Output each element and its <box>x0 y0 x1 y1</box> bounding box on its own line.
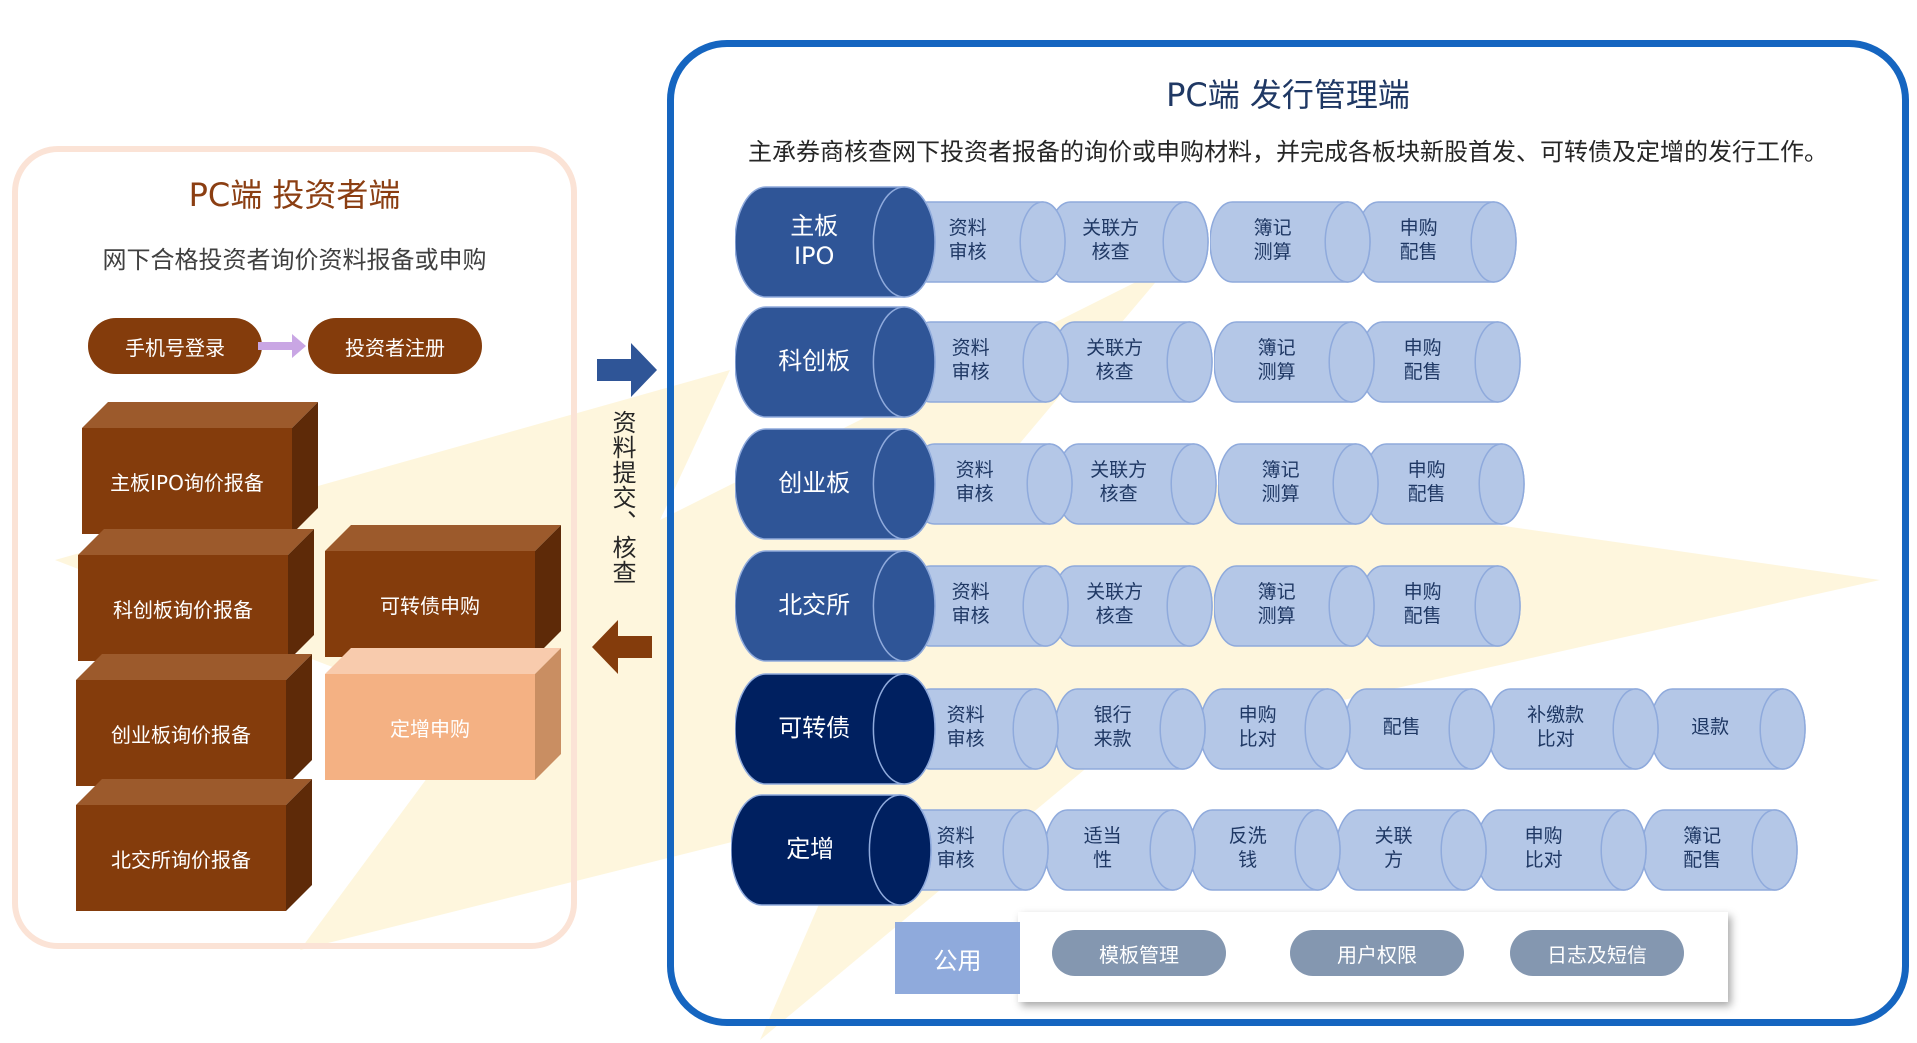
board-head-label: 可转债 <box>778 714 851 742</box>
box-bse[interactable]: 北交所询价报备 <box>76 779 312 911</box>
board-head-label: 主板 IPO <box>790 212 839 270</box>
phone-login-button[interactable]: 手机号登录 <box>88 318 262 374</box>
step-label: 配售 <box>1382 716 1421 739</box>
box-main-ipo[interactable]: 主板IPO询价报备 <box>82 402 318 534</box>
step-label: 资料 审核 <box>948 217 987 263</box>
step-label: 簿记 测算 <box>1253 217 1292 263</box>
box-private-placement[interactable]: 定增申购 <box>325 648 561 780</box>
step-label: 簿记 测算 <box>1257 337 1296 383</box>
step-label: 退款 <box>1691 716 1730 739</box>
box-label: 可转债申购 <box>380 593 480 618</box>
step-label: 申购 比对 <box>1524 825 1563 871</box>
step-label: 资料 审核 <box>951 581 990 627</box>
step-label: 簿记 测算 <box>1261 459 1300 505</box>
box-label: 定增申购 <box>390 716 470 741</box>
common-tag: 公用 <box>895 922 1020 994</box>
step-label: 关联方 核查 <box>1082 217 1140 263</box>
step-label: 关联 方 <box>1374 825 1413 871</box>
step-label: 申购 比对 <box>1238 704 1277 750</box>
box-label: 主板IPO询价报备 <box>110 470 264 495</box>
box-convertible-bond[interactable]: 可转债申购 <box>325 525 561 657</box>
step-label: 银行 来款 <box>1093 704 1132 750</box>
arrow-left-return-icon <box>592 620 652 674</box>
board-head-label: 北交所 <box>778 591 851 619</box>
step-label: 申购 配售 <box>1403 581 1442 627</box>
step-label: 资料 审核 <box>955 459 994 505</box>
step-label: 适当 性 <box>1083 825 1122 871</box>
investor-panel-title: PC端 投资者端 <box>188 176 401 214</box>
board-head-label: 定增 <box>786 835 835 863</box>
step-label: 反洗 钱 <box>1228 825 1267 871</box>
step-label: 关联方 核查 <box>1090 459 1148 505</box>
arrow-right-icon <box>258 334 306 358</box>
step-label: 申购 配售 <box>1407 459 1446 505</box>
step-label: 申购 配售 <box>1399 217 1438 263</box>
board-head-label: 创业板 <box>778 469 851 497</box>
template-management-button[interactable]: 模板管理 <box>1052 930 1226 976</box>
submit-review-label: 资料提交、核查 <box>608 410 636 585</box>
box-chinext[interactable]: 创业板询价报备 <box>76 654 312 786</box>
box-star-market[interactable]: 科创板询价报备 <box>78 529 314 661</box>
step-label: 资料 审核 <box>936 825 975 871</box>
issuer-panel-title: PC端 发行管理端 <box>1166 76 1410 114</box>
investor-panel-subtitle: 网下合格投资者询价资料报备或申购 <box>102 246 487 274</box>
step-label: 簿记 配售 <box>1683 825 1722 871</box>
step-label: 申购 配售 <box>1403 337 1442 383</box>
step-label: 资料 审核 <box>946 704 985 750</box>
box-label: 北交所询价报备 <box>111 847 251 872</box>
issuer-panel <box>667 40 1909 1026</box>
log-sms-button[interactable]: 日志及短信 <box>1510 930 1684 976</box>
step-label: 补缴款 比对 <box>1527 704 1585 750</box>
board-head-label: 科创板 <box>778 347 851 375</box>
arrow-right-submit-icon <box>597 343 657 397</box>
investor-register-button[interactable]: 投资者注册 <box>308 318 482 374</box>
box-label: 科创板询价报备 <box>113 597 253 622</box>
box-label: 创业板询价报备 <box>111 722 251 747</box>
user-permission-button[interactable]: 用户权限 <box>1290 930 1464 976</box>
step-label: 关联方 核查 <box>1086 337 1144 383</box>
step-label: 资料 审核 <box>951 337 990 383</box>
step-label: 簿记 测算 <box>1257 581 1296 627</box>
issuer-panel-subtitle: 主承券商核查网下投资者报备的询价或申购材料，并完成各板块新股首发、可转债及定增的… <box>748 138 1828 166</box>
investor-panel <box>12 146 577 949</box>
step-label: 关联方 核查 <box>1086 581 1144 627</box>
